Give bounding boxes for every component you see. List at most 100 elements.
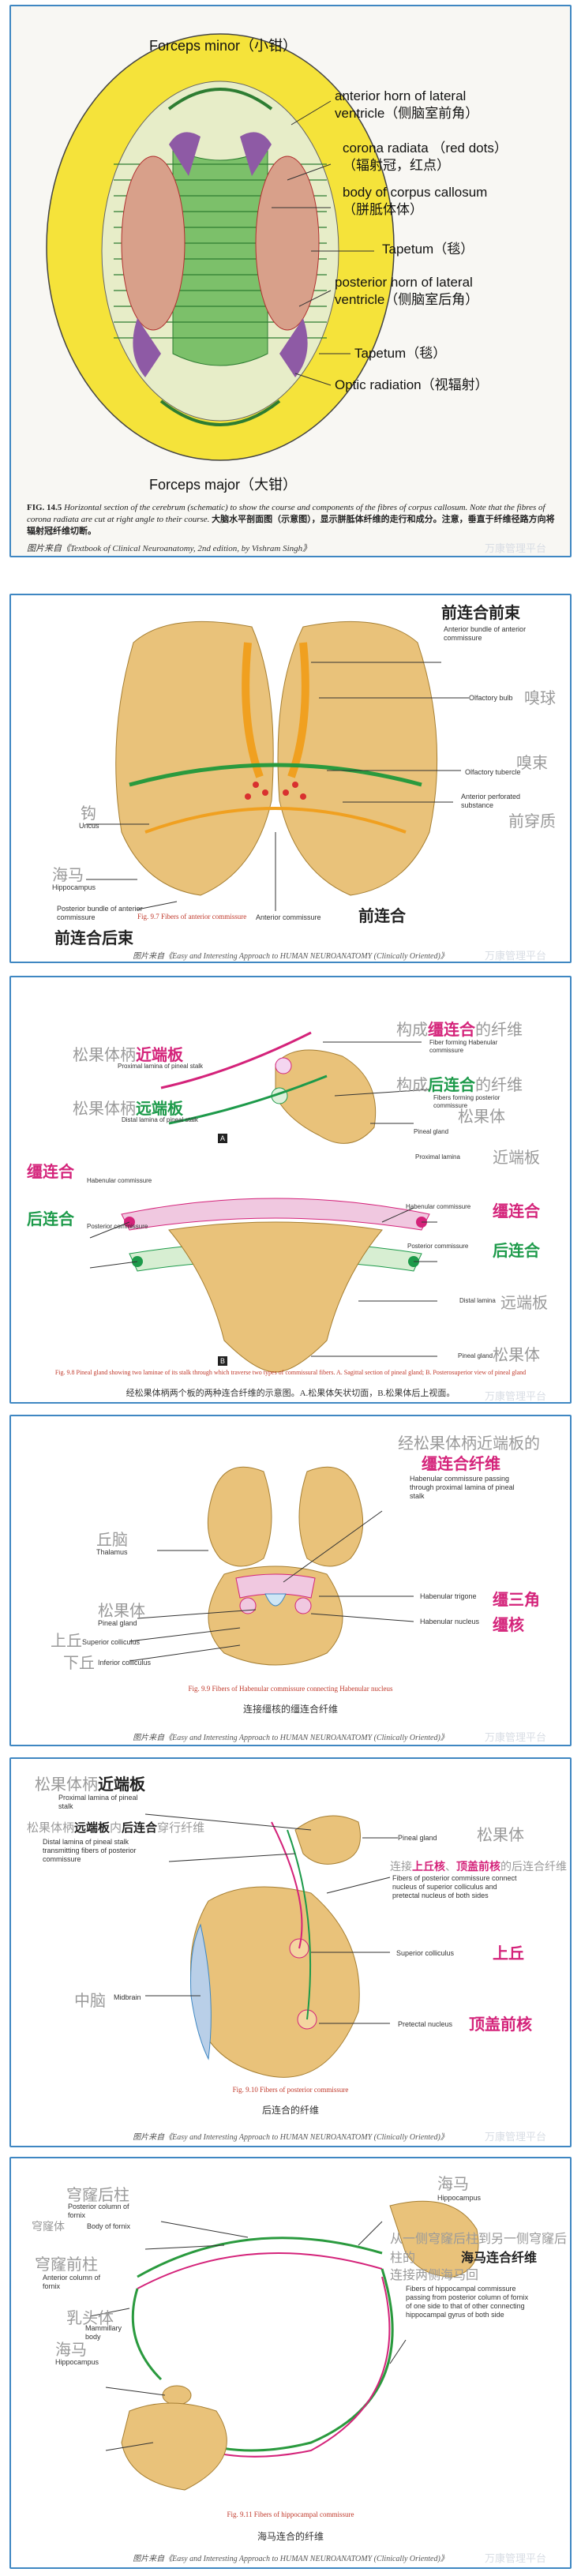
label-pineal-gland: Pineal gland: [414, 1128, 449, 1135]
label-fiber-posterior: Fibers forming posterior commissure: [433, 1094, 500, 1109]
label-anterior-column-zh: 穹窿前柱: [35, 2256, 98, 2274]
figure-caption: Fig. 9.9 Fibers of Habenular commissure …: [188, 1685, 393, 1693]
pineal-gland-illustration: [89, 1031, 437, 1373]
label-hippocampus: Hippocampus: [437, 2194, 482, 2202]
label-superior-colliculus: Superior colliculus: [82, 1638, 141, 1646]
label-posterior-horn-1: posterior horn of lateral: [335, 275, 473, 290]
label-midbrain: Midbrain: [114, 1993, 141, 2001]
figure-panel-corpus-callosum: Forceps minor（小钳） anterior horn of later…: [9, 5, 572, 557]
label-pineal-gland-b-zh: 松果体: [493, 1347, 540, 1364]
label-inferior-colliculus-zh: 下丘: [63, 1655, 95, 1672]
title-hippocampal-fibers-2: 海马连合纤维: [461, 2252, 538, 2265]
label-habenular-left-zh: 缰连合: [27, 1164, 74, 1181]
title-distal-lamina-a: 松果体柄: [27, 1821, 75, 1835]
label-anterior-commissure-zh: 前连合: [358, 908, 406, 925]
label-tapetum-upper: Tapetum（毯）: [382, 242, 474, 257]
title-distal-lamina: 松果体柄远端板内后连合穿行纤维: [27, 1819, 204, 1835]
title-connecting-c: 、: [445, 1860, 456, 1873]
figure-caption: Fig. 9.11 Fibers of hippocampal commissu…: [227, 2510, 354, 2518]
figure-caption: Fig. 9.8 Pineal gland showing two lamina…: [54, 1369, 527, 1376]
label-hippocampus-b: Hippocampus: [55, 2358, 99, 2366]
title-distal-lamina-d: 后连合: [122, 1821, 158, 1835]
title-habenular-passing-2: 缰连合纤维: [422, 1456, 500, 1473]
title-anterior-bundle: 前连合前束: [441, 605, 520, 622]
title-connecting-e: 的后连合纤维: [500, 1860, 567, 1873]
label-corona-radiata-2: （辐射冠，红点）: [343, 158, 450, 173]
title-connecting-d: 顶盖前核: [456, 1860, 500, 1873]
label-pretectal-nucleus: Pretectal nucleus: [398, 2020, 453, 2028]
label-habenular-commissure: Habenular commissure: [87, 1177, 152, 1184]
label-superior-colliculus-zh: 上丘: [51, 1633, 82, 1650]
label-distal-lamina: Distal lamina of pineal stalk transmitti…: [43, 1838, 137, 1863]
label-optic-radiation: Optic radiation（视辐射）: [335, 377, 489, 392]
title-proximal-lamina-b: 近端板: [98, 1776, 145, 1794]
watermark: 万康管理平台: [485, 1731, 547, 1743]
label-anterior-perforated: Anterior perforated substance: [461, 793, 521, 809]
label-forceps-major: Forceps major（大钳）: [149, 477, 298, 493]
label-pineal: Pineal gland: [98, 1619, 137, 1627]
label-proximal-lamina-b-zh: 近端板: [493, 1149, 540, 1167]
label-posterior-bundle-zh: 前连合后束: [54, 930, 133, 947]
figure-panel-posterior-commissure: 松果体柄近端板 Proximal lamina of pineal stalk …: [9, 1757, 572, 2147]
title-distal-lamina-e: 穿行纤维: [157, 1821, 205, 1835]
label-mammillary: Mammillary body: [85, 2324, 122, 2341]
label-proximal-lamina-b: Proximal lamina: [415, 1153, 460, 1161]
title-proximal-lamina: 松果体柄近端板: [73, 1042, 183, 1065]
label-thalamus-zh: 丘脑: [96, 1532, 128, 1549]
figure-caption: Fig. 9.10 Fibers of posterior commissure: [232, 2086, 349, 2094]
label-body-fornix: Body of fornix: [87, 2222, 131, 2230]
label-hippocampus-zh: 海马: [437, 2176, 469, 2193]
title-distal-lamina-a: 松果体柄: [73, 1101, 136, 1118]
source-citation: 图片来自《Easy and Interesting Approach to HU…: [133, 952, 448, 961]
label-posterior-column: Posterior column of fornix: [68, 2203, 129, 2219]
marker-b: B: [218, 1356, 227, 1366]
label-habenular-commissure-right: Habenular commissure: [406, 1203, 471, 1210]
posterior-commissure-illustration: [144, 1813, 398, 2078]
label-superior-colliculus-zh: 上丘: [493, 1945, 524, 1963]
label-habenular-passing: Habenular commissure passing through pro…: [410, 1475, 515, 1500]
source-citation: 图片来自《Easy and Interesting Approach to HU…: [133, 2133, 448, 2142]
label-posterior-left-zh: 后连合: [27, 1211, 74, 1228]
label-forceps-minor: Forceps minor（小钳）: [149, 38, 298, 54]
label-body-corpus-callosum-2: （胼胝体体）: [343, 202, 423, 217]
label-distal-lamina-b-zh: 远端板: [500, 1295, 548, 1312]
watermark: 万康管理平台: [485, 2552, 547, 2564]
label-proximal-lamina: Proximal lamina of pineal stalk: [118, 1063, 204, 1070]
label-proximal-lamina: Proximal lamina of pineal stalk: [58, 1794, 138, 1810]
label-pretectal-nucleus-zh: 顶盖前核: [469, 2016, 532, 2034]
label-thalamus: Thalamus: [96, 1548, 128, 1556]
label-pineal-zh: 松果体: [98, 1603, 145, 1620]
label-posterior-commissure-right: Posterior commissure: [407, 1243, 469, 1250]
corpus-callosum-illustration: [46, 33, 395, 461]
label-olfactory-tubercle-zh: 嗅束: [516, 755, 548, 772]
title-hippocampal-fibers-1: 从一侧穹窿后柱到另一侧穹窿后柱的: [390, 2233, 568, 2265]
label-hippocampus-b-zh: 海马: [55, 2342, 87, 2359]
title-connecting-fibers: 连接上丘核、顶盖前核的后连合纤维: [390, 1858, 567, 1874]
label-inferior-colliculus: Inferior colliculus: [98, 1659, 152, 1667]
title-habenular-fibers-c: 的纤维: [475, 1022, 523, 1039]
label-hippocampus-zh: 海马: [52, 867, 84, 884]
label-posterior-commissure: Posterior commissure: [87, 1223, 148, 1230]
label-habenular-trigone-zh: 缰三角: [493, 1592, 540, 1609]
title-hippocampal-fibers-3: 连接两侧海马回: [390, 2269, 479, 2282]
figure-caption: FIG. 14.5 Horizontal section of the cere…: [27, 502, 557, 538]
caption-english: Horizontal section of the cerebrum (sche…: [27, 503, 545, 524]
watermark: 万康管理平台: [485, 950, 547, 962]
label-tapetum-lower: Tapetum（毯）: [354, 346, 447, 361]
figure-panel-hippocampal-commissure: 海马 Hippocampus 穹窿后柱 Posterior column of …: [9, 2157, 572, 2569]
figure-caption-zh: 海马连合的纤维: [257, 2531, 324, 2542]
label-posterior-horn-2: ventricle（侧脑室后角）: [335, 292, 479, 307]
title-posterior-fibers: 构成后连合的纤维: [396, 1072, 523, 1095]
title-proximal-lamina: 松果体柄近端板: [35, 1772, 145, 1794]
label-habenular-nucleus: Habenular nucleus: [420, 1618, 480, 1625]
label-fiber-habenular: Fiber forming Habenular commissure: [429, 1039, 498, 1054]
label-midbrain-zh: 中脑: [74, 1993, 106, 2010]
figure-panel-habenular-commissure: 经松果体柄近端板的 缰连合纤维 Habenular commissure pas…: [9, 1415, 572, 1746]
title-habenular-passing-1: 经松果体柄近端板的: [398, 1435, 540, 1453]
title-distal-lamina-c: 内: [110, 1821, 122, 1835]
label-anterior-column: Anterior column of fornix: [43, 2274, 101, 2290]
label-pineal-gland: Pineal gland: [398, 1834, 437, 1842]
label-distal-lamina-b: Distal lamina: [459, 1297, 496, 1304]
figure-caption-zh: 经松果体柄两个板的两种连合纤维的示意图。A.松果体矢状切面，B.松果体后上视面。: [126, 1389, 455, 1398]
anterior-commissure-illustration: [86, 621, 469, 911]
